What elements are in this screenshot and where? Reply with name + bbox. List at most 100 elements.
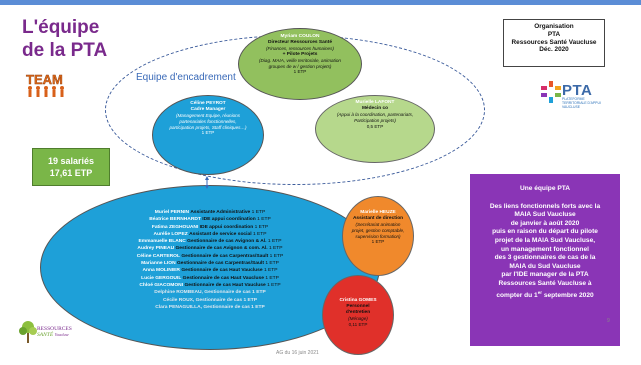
equipe-encadrement-label: Equipe d'encadrement xyxy=(136,72,236,83)
team-member-name: Fatima ZEGHOUANI xyxy=(151,224,199,230)
node-peyrot: Céline PEYROT Cadre Manager (Management … xyxy=(152,95,264,175)
page-title: L'équipe de la PTA xyxy=(22,16,107,62)
team-member-row: Muriel PERNIN Assistante Administrative … xyxy=(41,209,379,216)
team-member-name: Muriel PERNIN xyxy=(154,210,190,215)
purple-line-2: MAIA Sud Vaucluse xyxy=(514,211,576,219)
team-member-role: Gestionnaire de cas xyxy=(203,304,250,310)
team-member-name: Emmanuelle BLANC xyxy=(138,239,186,245)
team-member-role: Gestionnaire de cas Carpentras/Sault xyxy=(181,253,269,259)
title-line-2: de la PTA xyxy=(22,40,108,61)
purple-info-box: Une équipe PTA Des liens fonctionnels fo… xyxy=(470,174,620,346)
purple-line-5: projet de la MAIA Sud Vaucluse, xyxy=(494,236,596,244)
purple-line-3: de janvier à août 2020 xyxy=(510,219,580,227)
team-member-role: Gestionnaire de cas Haut Vaucluse xyxy=(184,282,266,288)
heuze-desc: (Secrétariat animation projet, gestion c… xyxy=(351,222,405,239)
lafont-desc: (Appui à la coordination, partenariats, … xyxy=(336,112,414,123)
team-member-row: Emmanuelle BLANC Gestionnaire de cas Avi… xyxy=(41,238,379,245)
peyrot-etp: 1 ETP xyxy=(201,130,215,136)
team-member-etp: 1 ETP xyxy=(267,239,282,245)
team-member-etp: 1 ETP xyxy=(268,246,283,252)
pta-star-icon xyxy=(541,81,561,103)
team-member-etp: 1 ETP xyxy=(243,297,258,303)
team-logo-text: TEAM xyxy=(26,72,63,87)
heuze-role: Assistant de direction xyxy=(352,216,404,221)
team-member-role: IDE appui coordination xyxy=(199,224,254,230)
purple-line-10: Ressources Santé Vaucluse à xyxy=(498,279,592,287)
team-member-etp: 1 ETP xyxy=(265,261,279,267)
team-member-role: Gestionnaire de cas Avignon & Al. xyxy=(187,239,267,245)
team-member-etp: 1 ETP xyxy=(251,210,266,215)
team-member-name: Delphine ROMBEAU, xyxy=(154,290,203,296)
team-member-row: Chloé GIACOMONI Gestionnaire de cas Haut… xyxy=(41,282,379,289)
coulon-desc-2: (Diag. MAIA, veille territoriale, animat… xyxy=(259,57,341,69)
purple-line-9: par l'IDE manager de la PTA xyxy=(501,271,589,279)
node-gomes: Cristina GOMES Personnel d'entretien (Mé… xyxy=(322,275,394,355)
purple-line-8: MAIA du Sud Vaucluse xyxy=(509,262,581,270)
team-member-etp: 1 ETP xyxy=(254,224,269,230)
purple-line-6: un management fonctionnel xyxy=(501,245,589,253)
team-member-name: Lucie GERGOUIL xyxy=(141,275,182,281)
gomes-name: Cristina GOMES xyxy=(339,298,377,303)
pta-logo-name: PTA xyxy=(562,82,593,99)
team-member-role: Assistant de service social xyxy=(189,231,252,237)
team-member-name: Béatrice BERNHARDT xyxy=(149,217,201,223)
coulon-role-2: + Pilote Projets xyxy=(282,51,318,57)
lafont-etp: 0,5 ETP xyxy=(366,123,384,129)
team-figures-icon: TEAM xyxy=(26,72,64,97)
org-line-3: Ressources Santé Vaucluse xyxy=(511,38,597,46)
team-member-role: Gestionnaire de cas Carpentras/Sault xyxy=(176,261,264,267)
team-member-row: Anna MOLINIER Gestionnaire de cas Haut V… xyxy=(41,267,379,274)
team-member-etp: 1 ETP xyxy=(265,275,279,281)
team-member-role: Gestionnaire de cas xyxy=(204,290,251,296)
team-member-name: Clara PENAGUILLA, xyxy=(155,304,202,310)
page-number: 9 xyxy=(607,318,610,324)
coulon-name: Myriam COULON xyxy=(280,34,320,39)
coulon-desc-1: (Finances, ressources humaines) xyxy=(266,46,334,51)
team-member-role: Gestionnaire de cas Haut Vaucluse xyxy=(181,268,263,274)
team-member-etp: 1 ETP xyxy=(263,268,278,274)
lafont-name: Murielle LAFONT xyxy=(355,100,395,105)
team-member-row: Audrey PINEAU Gestionnaire de cas Avigno… xyxy=(41,245,379,252)
node-heuze: Marielle HEUZE Assistant de direction (S… xyxy=(342,196,414,276)
peyrot-name: Céline PEYROT xyxy=(190,101,226,106)
team-member-row: Marianne LION Gestionnaire de cas Carpen… xyxy=(41,260,379,267)
gomes-desc: (Ménage) xyxy=(348,316,368,321)
pta-logo: PTA PLATEFORME TERRITORIALE D'APPUI VAUC… xyxy=(540,80,620,110)
team-member-row: Lucie GERGOUIL Gestionnaire de cas Haut … xyxy=(41,275,379,282)
team-member-name: Cécile ROUX, xyxy=(162,297,195,303)
rs-logo-line-1: RESSOURCES xyxy=(37,326,72,332)
team-member-name: Aurélie LOPEZ xyxy=(153,231,188,237)
node-lafont: Murielle LAFONT Médecin co (Appui à la c… xyxy=(315,95,435,163)
team-member-row: Aurélie LOPEZ Assistant de service socia… xyxy=(41,231,379,238)
team-member-row: Cécile ROUX, Gestionnaire de cas 1 ETP xyxy=(41,297,379,304)
gomes-role: Personnel d'entretien xyxy=(345,304,371,315)
team-list: Muriel PERNIN Assistante Administrative … xyxy=(41,209,379,311)
team-member-name: Céline CARTEROL xyxy=(136,253,180,259)
team-member-etp: 1 ETP xyxy=(252,290,266,296)
team-member-row: Céline CARTEROL Gestionnaire de cas Carp… xyxy=(41,253,379,260)
team-member-etp: 1 ETP xyxy=(251,304,265,310)
ressources-sante-logo: RESSOURCES SANTÉ Vaucluse xyxy=(18,320,78,350)
rs-logo-line-2: SANTÉ Vaucluse xyxy=(37,332,69,338)
team-member-etp: 1 ETP xyxy=(257,217,271,223)
coulon-role-1: Directeur Ressources Santé xyxy=(268,40,332,45)
organisation-box: Organisation PTA Ressources Santé Vauclu… xyxy=(503,19,605,67)
team-member-etp: 1 ETP xyxy=(269,253,284,259)
team-member-name: Audrey PINEAU xyxy=(137,246,175,252)
salaries-count: 19 salariés xyxy=(47,156,95,166)
heuze-etp: 1 ETP xyxy=(371,239,385,245)
org-line-1: Organisation xyxy=(534,23,574,30)
purple-line-7: des 3 gestionnaires de cas de la xyxy=(494,254,596,262)
tree-icon xyxy=(19,321,37,343)
team-member-etp: 1 ETP xyxy=(267,282,281,288)
purple-line-4: puis en raison du départ du pilote xyxy=(492,228,598,236)
team-member-role: Assistante Administrative xyxy=(190,210,251,215)
team-member-row: Fatima ZEGHOUANI IDE appui coordination … xyxy=(41,224,379,231)
peyrot-desc: (Management Equipe, réunions partenarial… xyxy=(169,113,247,130)
pta-logo-subtitle: PLATEFORME TERRITORIALE D'APPUI VAUCLUSE xyxy=(562,97,601,109)
team-member-role: IDE appui coordination xyxy=(202,217,256,223)
team-member-role: Gestionnaire de cas Haut Vaucluse xyxy=(182,275,264,281)
team-member-role: Gestionnaire de cas Avignon & com. Al. xyxy=(175,246,268,252)
salaries-etp: 17,61 ETP xyxy=(49,168,93,178)
org-line-2: PTA xyxy=(547,30,561,38)
